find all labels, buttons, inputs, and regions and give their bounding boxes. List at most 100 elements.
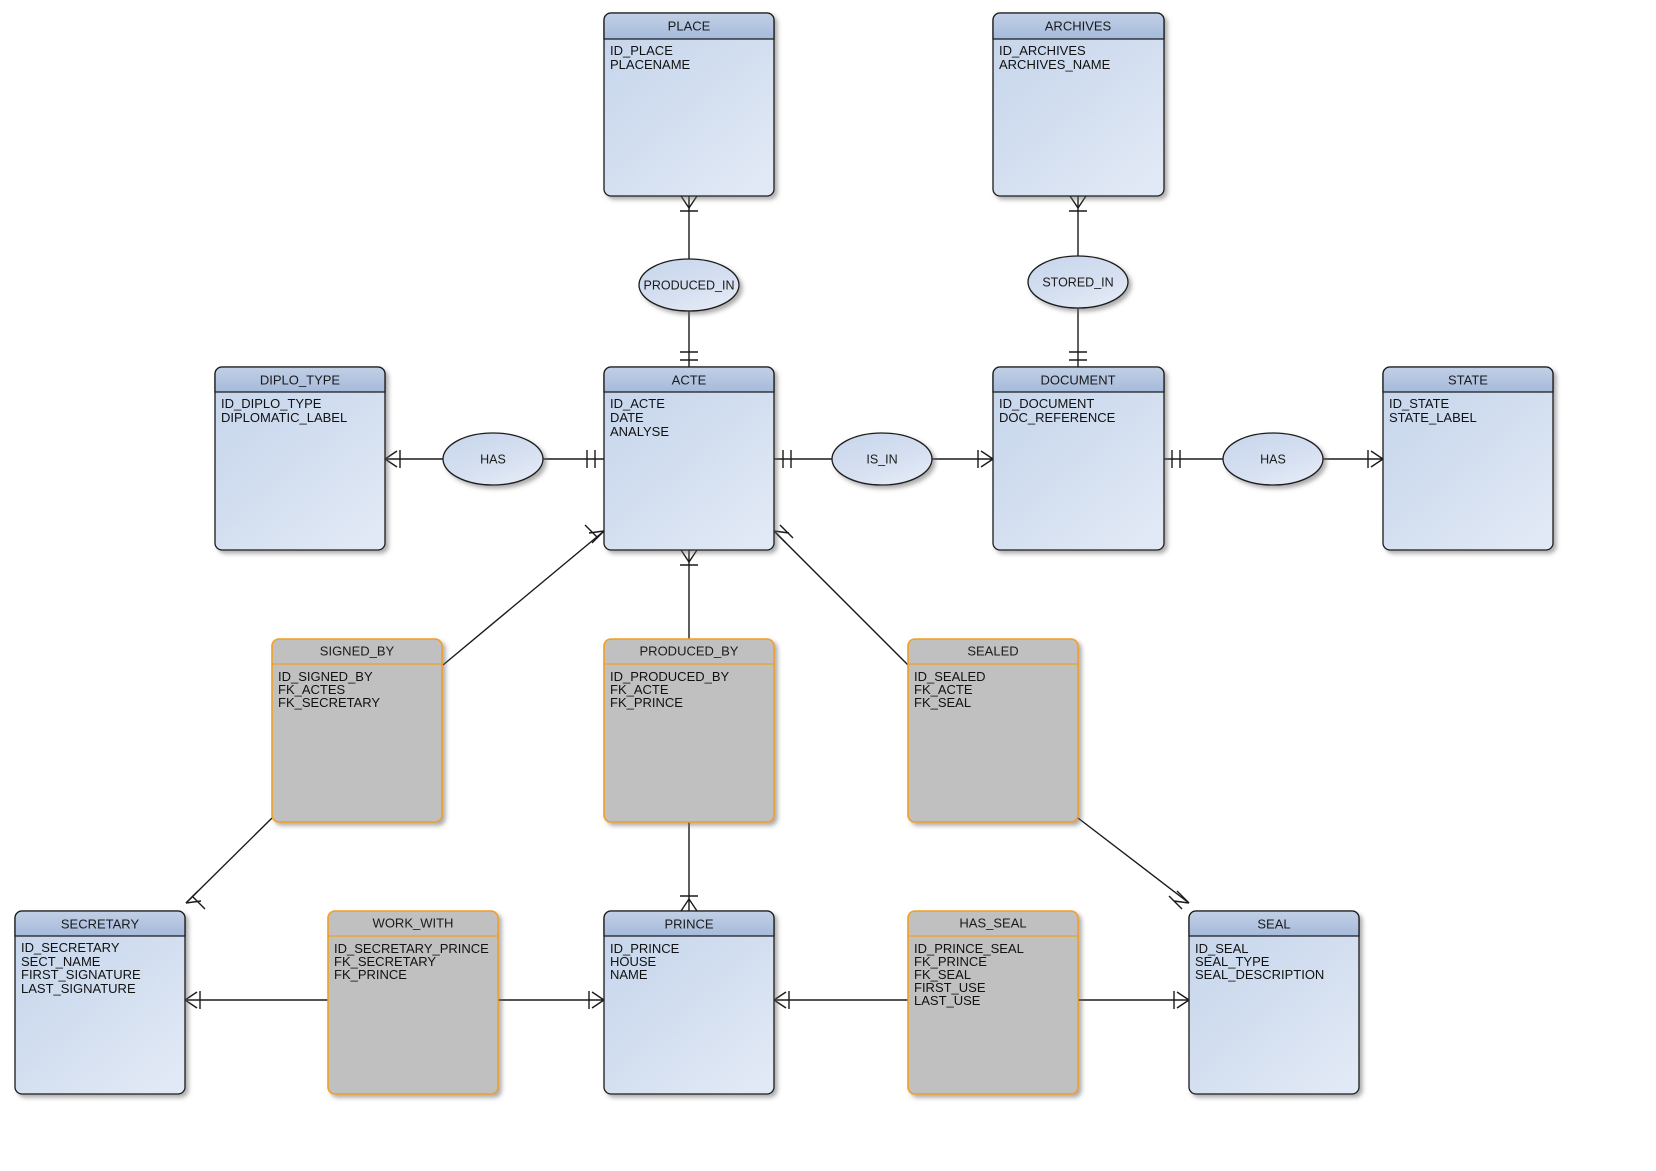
connector-has_seal-seal	[1078, 991, 1190, 1009]
relationship-has-state[interactable]: HAS	[1222, 432, 1324, 486]
entity-attribute: FIRST_SIGNATURE	[21, 967, 141, 982]
entity-attribute: ID_PRODUCED_BY	[610, 669, 730, 684]
entity-attribute: HOUSE	[610, 954, 657, 969]
entity-attribute: FK_PRINCE	[914, 954, 987, 969]
entity-attribute: ID_SECRETARY_PRINCE	[334, 941, 489, 956]
connector-sealed-seal	[1077, 817, 1190, 910]
entity-place[interactable]: PLACE ID_PLACE PLACENAME	[603, 12, 775, 197]
entity-title: ARCHIVES	[1045, 18, 1112, 33]
entity-attribute: ARCHIVES_NAME	[999, 57, 1111, 72]
entity-attribute: ID_SEAL	[1195, 941, 1248, 956]
entity-attribute: ID_SECRETARY	[21, 940, 120, 955]
relationship-label: HAS	[1260, 452, 1286, 466]
relationship-label: IS_IN	[866, 452, 897, 466]
entity-document[interactable]: DOCUMENT ID_DOCUMENT DOC_REFERENCE	[992, 366, 1165, 551]
entity-attribute: FK_SEAL	[914, 695, 971, 710]
relationship-has-diplo[interactable]: HAS	[442, 432, 544, 486]
entity-attribute: ID_PRINCE	[610, 941, 680, 956]
entity-title: SEALED	[967, 643, 1018, 658]
entity-acte[interactable]: ACTE ID_ACTE DATE ANALYSE	[603, 366, 775, 551]
entity-produced_by[interactable]: PRODUCED_BY ID_PRODUCED_BY FK_ACTE FK_PR…	[603, 638, 775, 823]
entity-attribute: FK_ACTE	[610, 682, 669, 697]
connector-has-state	[1323, 450, 1384, 468]
entity-title: PRODUCED_BY	[640, 643, 739, 658]
connector-secretary-work_with	[184, 991, 328, 1009]
connector-acte-produced_by	[680, 549, 698, 639]
entity-state[interactable]: STATE ID_STATE STATE_LABEL	[1382, 366, 1554, 551]
relationship-is_in[interactable]: IS_IN	[831, 432, 933, 486]
entity-title: PRINCE	[664, 916, 713, 931]
connector-stored_in-document	[1069, 308, 1087, 367]
entity-title: ACTE	[672, 372, 707, 387]
connector-signed_by-secretary	[185, 817, 273, 910]
entity-attribute: ID_DIPLO_TYPE	[221, 396, 322, 411]
entity-attribute: FK_SECRETARY	[278, 695, 380, 710]
entity-attribute: FK_ACTE	[914, 682, 973, 697]
entity-attribute: LAST_SIGNATURE	[21, 981, 136, 996]
entity-attribute: FK_PRINCE	[610, 695, 683, 710]
entity-seal[interactable]: SEAL ID_SEAL SEAL_TYPE SEAL_DESCRIPTION	[1188, 910, 1360, 1095]
entity-attribute: ID_SEALED	[914, 669, 986, 684]
connector-prince-has_seal	[773, 991, 908, 1009]
entity-attribute: ID_PLACE	[610, 43, 673, 58]
connector-archives-stored_in	[1069, 195, 1087, 256]
connector-diplo_type-has	[384, 450, 443, 468]
entity-signed_by[interactable]: SIGNED_BY ID_SIGNED_BY FK_ACTES FK_SECRE…	[271, 638, 443, 823]
entity-attribute: PLACENAME	[610, 57, 691, 72]
entity-attribute: NAME	[610, 967, 648, 982]
entity-title: DIPLO_TYPE	[260, 372, 341, 387]
connector-produced_in-acte	[680, 311, 698, 367]
entity-title: STATE	[1448, 372, 1488, 387]
connector-acte-sealed	[773, 524, 909, 666]
entity-attribute: DATE	[610, 410, 644, 425]
entity-attribute: ID_ACTE	[610, 396, 665, 411]
entity-work_with[interactable]: WORK_WITH ID_SECRETARY_PRINCE FK_SECRETA…	[327, 910, 499, 1095]
connector-document-has	[1164, 450, 1223, 468]
entity-attribute: ID_STATE	[1389, 396, 1450, 411]
entity-attribute: SEAL_TYPE	[1195, 954, 1270, 969]
entity-attribute: ID_ARCHIVES	[999, 43, 1086, 58]
entity-prince[interactable]: PRINCE ID_PRINCE HOUSE NAME	[603, 910, 775, 1095]
relationship-label: STORED_IN	[1042, 275, 1113, 289]
entity-attribute: ID_DOCUMENT	[999, 396, 1094, 411]
connector-acte-signed_by	[442, 524, 605, 666]
entity-diplo_type[interactable]: DIPLO_TYPE ID_DIPLO_TYPE DIPLOMATIC_LABE…	[214, 366, 386, 551]
entity-title: SIGNED_BY	[320, 643, 395, 658]
connector-acte-is_in	[774, 450, 832, 468]
entity-attribute: FK_SECRETARY	[334, 954, 436, 969]
entity-title: DOCUMENT	[1040, 372, 1115, 387]
entity-attribute: ANALYSE	[610, 424, 669, 439]
entity-attribute: ID_PRINCE_SEAL	[914, 941, 1024, 956]
entity-has_seal[interactable]: HAS_SEAL ID_PRINCE_SEAL FK_PRINCE FK_SEA…	[907, 910, 1079, 1095]
connector-produced_by-prince	[680, 822, 698, 912]
connector-place-produced_in	[680, 195, 698, 259]
entity-attribute: FK_ACTES	[278, 682, 346, 697]
entity-title: WORK_WITH	[373, 915, 454, 930]
entity-title: PLACE	[668, 18, 711, 33]
entity-archives[interactable]: ARCHIVES ID_ARCHIVES ARCHIVES_NAME	[992, 12, 1165, 197]
relationship-produced_in[interactable]: PRODUCED_IN	[638, 258, 740, 312]
entity-attribute: FIRST_USE	[914, 980, 986, 995]
entity-attribute: SECT_NAME	[21, 954, 101, 969]
relationship-stored_in[interactable]: STORED_IN	[1027, 255, 1129, 309]
entity-title: HAS_SEAL	[959, 915, 1026, 930]
connector-work_with-prince	[498, 991, 605, 1009]
connector-is_in-document	[932, 450, 994, 468]
entity-attribute: SEAL_DESCRIPTION	[1195, 967, 1324, 982]
entity-secretary[interactable]: SECRETARY ID_SECRETARY SECT_NAME FIRST_S…	[14, 910, 186, 1095]
relationship-label: HAS	[480, 452, 506, 466]
entity-attribute: LAST_USE	[914, 993, 981, 1008]
entity-attribute: DOC_REFERENCE	[999, 410, 1116, 425]
relationship-label: PRODUCED_IN	[644, 278, 735, 292]
connector-has-acte	[543, 450, 604, 468]
entity-sealed[interactable]: SEALED ID_SEALED FK_ACTE FK_SEAL	[907, 638, 1079, 823]
entity-title: SEAL	[1257, 916, 1290, 931]
entity-attribute: FK_PRINCE	[334, 967, 407, 982]
entity-attribute: STATE_LABEL	[1389, 410, 1477, 425]
entity-attribute: DIPLOMATIC_LABEL	[221, 410, 347, 425]
entity-title: SECRETARY	[61, 916, 140, 931]
entity-attribute: FK_SEAL	[914, 967, 971, 982]
